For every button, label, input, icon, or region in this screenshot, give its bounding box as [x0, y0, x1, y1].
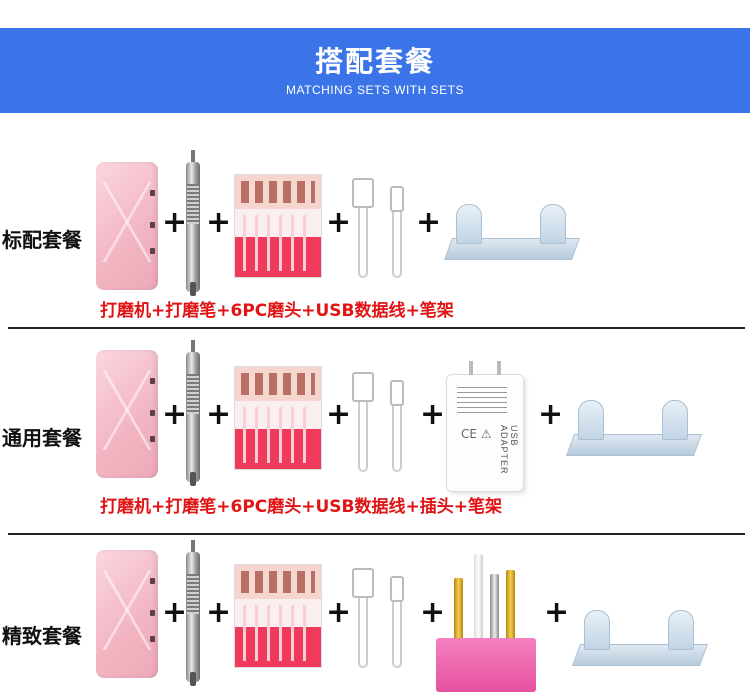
- pen-stand-image: [571, 606, 709, 666]
- plus-sign: +: [538, 397, 564, 432]
- machine-case-image: [96, 162, 158, 290]
- usb-cable-image: [348, 372, 418, 480]
- set-row-universal: + + + + CE ⚠ USB ADAPTER + 通用套餐 打磨机+打磨笔+…: [0, 340, 750, 525]
- pen-stand-image: [443, 200, 581, 260]
- grinding-bit-box-image: [234, 366, 322, 470]
- set-caption: 打磨机+打磨笔+6PC磨头+USB数据线+笔架: [100, 301, 454, 321]
- adapter-brand: USB ADAPTER: [499, 425, 519, 475]
- plus-sign: +: [420, 595, 446, 630]
- plus-sign: +: [416, 205, 442, 240]
- banner-subtitle: MATCHING SETS WITH SETS: [286, 83, 464, 97]
- plus-sign: +: [162, 595, 188, 630]
- plus-sign: +: [206, 397, 232, 432]
- header-banner: 搭配套餐 MATCHING SETS WITH SETS: [0, 28, 750, 113]
- machine-case-image: [96, 350, 158, 478]
- plus-sign: +: [326, 595, 352, 630]
- plus-sign: +: [162, 205, 188, 240]
- set-caption: 打磨机+打磨笔+6PC磨头+USB数据线+插头+笔架: [100, 497, 502, 517]
- grinding-bit-box-image: [234, 174, 322, 278]
- set-row-standard: + + + + 标配套餐 打磨机+打磨笔+6PC磨头+USB数据线+笔架: [0, 150, 750, 330]
- drill-pen-image: [186, 340, 200, 486]
- power-adapter-image: CE ⚠ USB ADAPTER: [446, 361, 524, 492]
- set-row-deluxe: + + + + + 精致套餐: [0, 540, 750, 694]
- pen-stand-image: [565, 396, 703, 456]
- plus-sign: +: [420, 397, 446, 432]
- set-label: 通用套餐: [2, 426, 82, 450]
- banner-title: 搭配套餐: [314, 45, 435, 78]
- plus-sign: +: [326, 397, 352, 432]
- set-label: 标配套餐: [2, 228, 82, 252]
- machine-case-image: [96, 550, 158, 678]
- plus-sign: +: [326, 205, 352, 240]
- plus-sign: +: [544, 595, 570, 630]
- adapter-marks: CE ⚠: [461, 427, 492, 441]
- drill-pen-image: [186, 540, 200, 686]
- usb-cable-image: [348, 568, 418, 676]
- usb-cable-image: [348, 178, 418, 286]
- row-divider: [8, 327, 745, 329]
- plus-sign: +: [162, 397, 188, 432]
- row-divider: [8, 533, 745, 535]
- bit-holder-image: [436, 546, 536, 692]
- drill-pen-image: [186, 150, 200, 296]
- plus-sign: +: [206, 595, 232, 630]
- set-label: 精致套餐: [2, 624, 82, 648]
- plus-sign: +: [206, 205, 232, 240]
- grinding-bit-box-image: [234, 564, 322, 668]
